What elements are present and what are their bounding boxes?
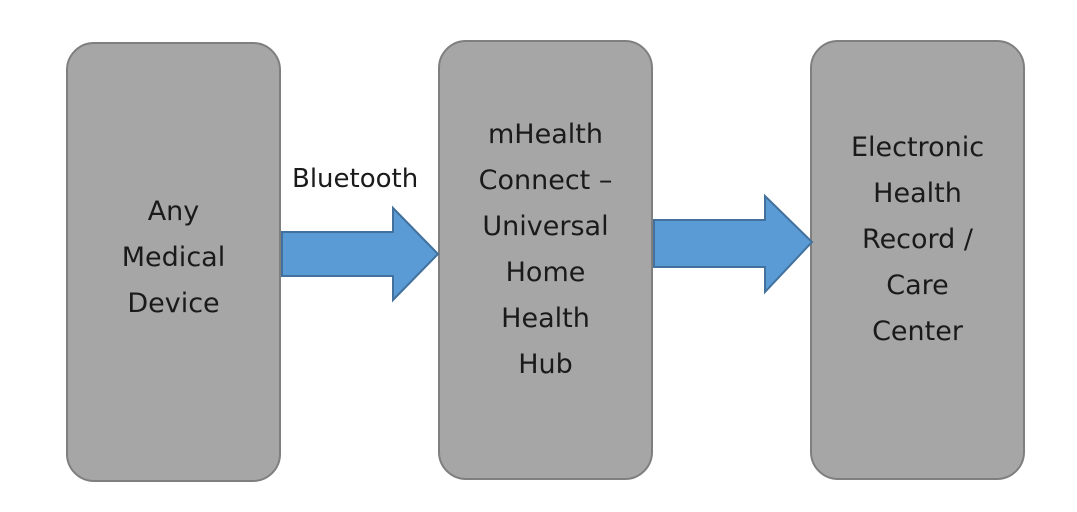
arrow-hub-to-ehr-icon [653,193,814,295]
arrow-hub-to-ehr-shape [653,193,814,295]
edge-label-bluetooth: Bluetooth [292,164,419,194]
node-mhealth-connect-hub: mHealth Connect – Universal Home Health … [438,40,653,480]
node-label-hub: mHealth Connect – Universal Home Health … [478,119,613,380]
node-label-ehr: Electronic Health Record / Care Center [850,132,985,347]
node-electronic-health-record: Electronic Health Record / Care Center [810,40,1025,480]
arrow-device-to-hub-icon [281,205,440,303]
node-any-medical-device: Any Medical Device [66,42,281,482]
node-label-device: Any Medical Device [121,196,226,319]
arrow-device-to-hub-shape [281,205,440,303]
